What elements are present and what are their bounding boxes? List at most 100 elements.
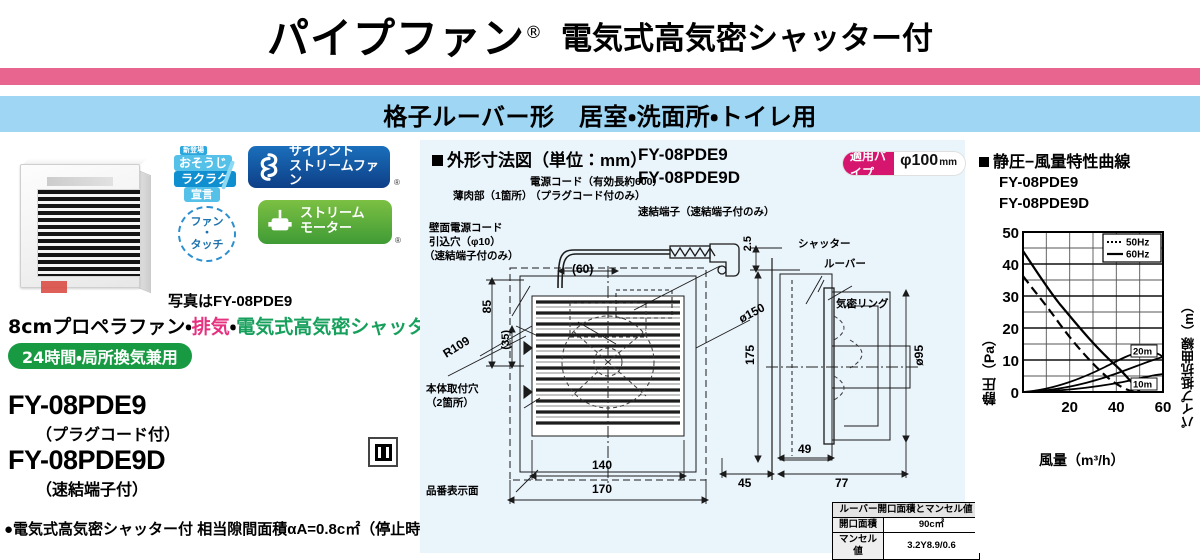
spec-part-fan: 8cmプロペラファン・ <box>8 316 192 338</box>
badge-fan-touch-line2: タッチ <box>190 238 224 251</box>
series-60hz-curve <box>1022 250 1141 393</box>
mansell-row-0-key: 開口面積 <box>832 516 884 533</box>
dimension-2-5: 2.5 <box>742 236 754 252</box>
dimension-49: 49 <box>798 442 812 456</box>
motor-registered-mark: ® <box>395 236 401 245</box>
ytick-0: 0 <box>1011 385 1019 402</box>
bullet-square-icon <box>979 157 989 167</box>
series-10m-curve <box>1022 373 1164 393</box>
header-subtitle: 電気式高気密シャッター付 <box>561 20 933 57</box>
product-summary-column: 新登場 おそうじ ラクラク 宣言 ファン ・ タッチ サ <box>0 140 445 553</box>
mansell-row-1-value: 3.2Y8.9/0.6 <box>883 531 980 560</box>
callout-airtight-ring: 気密リング <box>836 298 889 310</box>
callout-power-cord-line1: 電源コード（有効長約600） <box>530 176 664 188</box>
table-row: マンセル値 3.2Y8.9/0.6 <box>832 531 980 560</box>
badge-easy-cleaning: 新登場 おそうじ ラクラク 宣言 <box>174 146 240 202</box>
class-2-insulation-glyph <box>374 443 392 461</box>
brand-name: パイプファン <box>266 13 525 63</box>
chart-model-b: FY-08PDE9D <box>999 195 1090 212</box>
spec-part-exhaust: 排気 <box>191 316 230 338</box>
model-name-secondary-note: （速結端子付） <box>36 482 149 499</box>
dimension-drawing-title: 外形寸法図（単位：mm） <box>432 146 647 171</box>
callout-thin-wall: 薄肉部（1箇所） <box>453 190 533 202</box>
chart-y-axis-label: 静圧（Pa） <box>981 332 997 406</box>
category-band: 格子ルーバー形 居室・洗面所・トイレ用 <box>0 96 1200 132</box>
motor-icon <box>266 208 294 236</box>
badge-new-tag: 新登場 <box>180 146 207 155</box>
mansell-table-caption: ルーバー開口面積とマンセル値 <box>832 502 980 518</box>
callout-model-plate: 品番表示面 <box>426 485 479 497</box>
ytick-20: 20 <box>1002 321 1019 338</box>
dimension-drawing-title-text: 外形寸法図（単位：mm） <box>447 151 648 170</box>
performance-chart-column: 静圧−風量特性曲線 FY-08PDE9 FY-08PDE9D 静圧（Pa） パイ… <box>975 140 1200 553</box>
spec-summary-line: 8cmプロペラファン・排気・電気式高気密シャッター <box>8 312 445 339</box>
dimension-85: 85 <box>480 300 494 314</box>
table-header-row: ルーバー開口面積とマンセル値 <box>832 502 980 518</box>
callout-quick-terminal: 速結端子（速結端子付のみ） <box>638 206 775 218</box>
chart-title-text: 静圧−風量特性曲線 <box>993 154 1131 171</box>
chart-x-axis-label: 風量（m³/h） <box>1039 450 1125 470</box>
callout-mounting-hole-line2: （2箇所） <box>426 397 474 409</box>
mansell-row-1-key: マンセル値 <box>832 531 884 560</box>
chart-title: 静圧−風量特性曲線 <box>979 148 1130 172</box>
chart-model-a: FY-08PDE9 <box>999 174 1079 191</box>
chart-legend: 50Hz 60Hz <box>1102 233 1162 263</box>
badge-easy-cleaning-line2: ラクラク <box>174 171 236 187</box>
bullet-square-icon <box>432 155 443 166</box>
chart-x-axis-label-text: 風量（m³/h） <box>1039 452 1125 468</box>
callout-mounting-hole-line1: 本体取付穴 <box>426 383 479 395</box>
dimension-77: 77 <box>835 476 849 490</box>
photo-caption: 写真はFY-08PDE9 <box>168 293 293 310</box>
badge-stream-motor-text: ストリーム モーター <box>300 207 365 236</box>
pipe-size-unit: mm <box>939 157 957 168</box>
dimension-drawing-panel: 外形寸法図（単位：mm） FY-08PDE9 FY-08PDE9D 適用パイプ … <box>420 140 980 560</box>
callout-wall-cord-hole-line2: 引込穴（φ10） <box>429 236 501 248</box>
usage-badge-label: 24時間・局所換気兼用 <box>22 348 178 367</box>
ytick-10: 10 <box>1002 353 1019 370</box>
page-title: パイプファン® 電気式高気密シャッター付 <box>0 4 1200 66</box>
callout-power-cord-line2: （プラグコード付のみ） <box>530 190 646 202</box>
chart-y2-axis-label: パイプ抵抗曲線（m） <box>1181 300 1196 429</box>
dimension-model-a: FY-08PDE9 <box>638 145 728 164</box>
static-pressure-airflow-chart: 静圧（Pa） パイプ抵抗曲線（m） <box>975 212 1200 472</box>
series-20m-curve-b <box>1022 356 1164 393</box>
class-2-insulation-icon <box>368 437 398 467</box>
callout-wall-cord-hole-line3: （速結端子付のみ） <box>424 250 519 262</box>
dimension-drawing-models: FY-08PDE9 FY-08PDE9D <box>638 144 740 190</box>
badge-silent-stream-fan-text: サイレント ストリームファン <box>289 144 390 189</box>
dimension-140: 140 <box>592 458 613 472</box>
badge-motor-line2: モーター <box>300 221 353 236</box>
dimension-45: 45 <box>738 476 752 490</box>
fan-blade-icon <box>254 152 284 182</box>
silent-registered-mark: ® <box>394 178 400 187</box>
curve-label-20m: 20m <box>1133 347 1152 358</box>
badge-easy-cleaning-line1: おそうじ <box>174 155 232 171</box>
category-band-label: 格子ルーバー形 居室・洗面所・トイレ用 <box>383 102 817 131</box>
louver-grille <box>37 189 141 277</box>
model-name-primary: FY-08PDE9 <box>8 390 147 420</box>
dimension-175: 175 <box>743 345 757 366</box>
dimension-model-b: FY-08PDE9D <box>638 167 741 187</box>
pipe-size-value: φ100 <box>900 152 939 169</box>
dimension-60: (60) <box>572 262 594 276</box>
mansell-row-0-value: 90c㎡ <box>883 516 980 533</box>
badge-easy-cleaning-line3: 宣言 <box>184 187 220 202</box>
dimension-35: (35) <box>500 330 512 350</box>
xtick-20: 20 <box>1061 399 1078 416</box>
model-name-primary-note: （プラグコード付） <box>36 427 181 444</box>
feature-badges: 新登場 おそうじ ラクラク 宣言 ファン ・ タッチ サ <box>166 144 416 262</box>
badge-silent-line1: サイレント <box>289 144 355 160</box>
spec-part-sep: ・ <box>229 316 237 338</box>
model-name-secondary: FY-08PDE9D <box>8 445 166 475</box>
badge-fan-touch-line1: ファン <box>190 215 224 228</box>
table-row: 開口面積 90c㎡ <box>832 516 980 533</box>
dimension-drawing-svg <box>447 243 920 504</box>
callout-louver: ルーバー <box>824 258 866 270</box>
legend-label-60hz: 60Hz <box>1126 250 1149 261</box>
chart-svg: 50Hz 60Hz 20m 10m 50 40 30 20 10 <box>1002 225 1171 416</box>
dimension-170: 170 <box>592 482 613 496</box>
unit-front-face <box>20 164 141 293</box>
